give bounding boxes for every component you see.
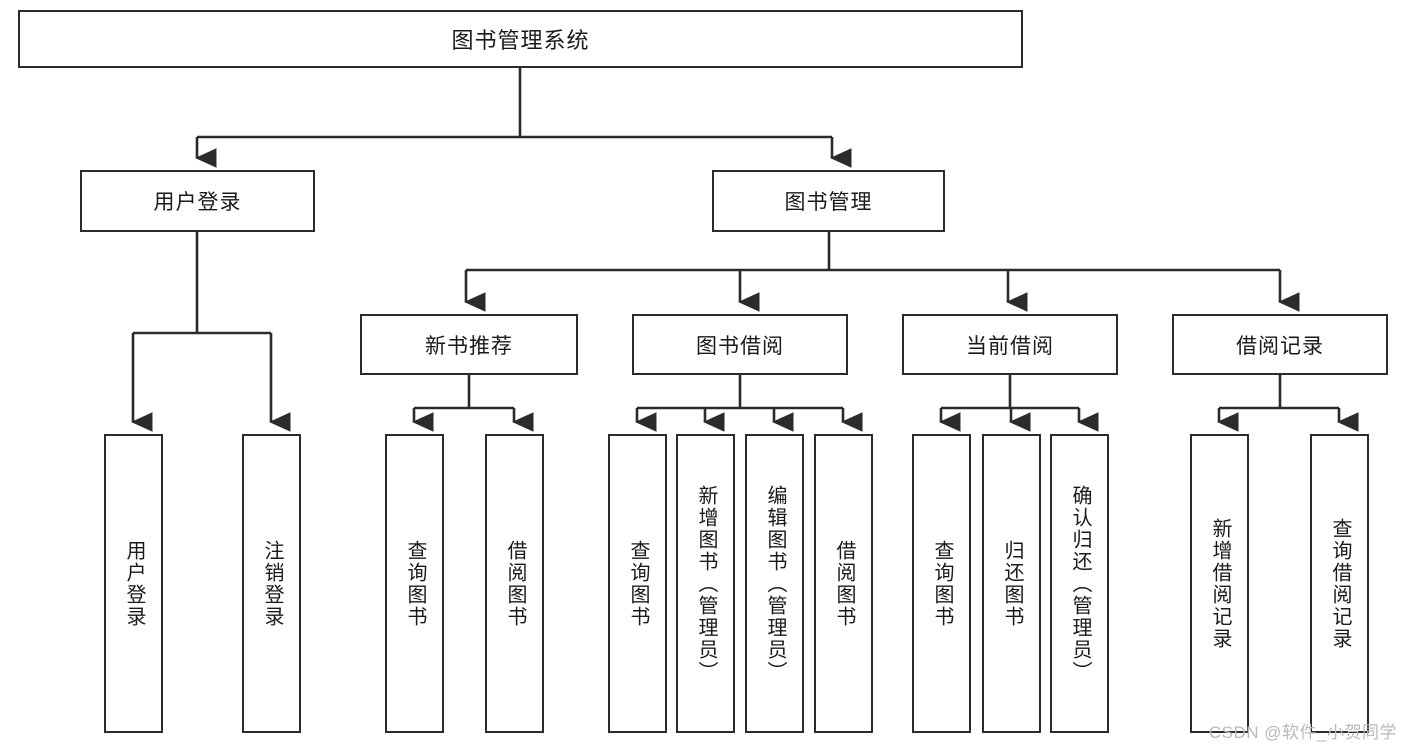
node-book-borrow[interactable]: 图书借阅 (632, 314, 848, 375)
leaf-label: 查询图书 (404, 539, 426, 628)
leaf-label: 查询图书 (931, 539, 953, 628)
leaf-label: 借阅图书 (833, 539, 855, 628)
node-label: 借阅记录 (1236, 334, 1324, 358)
node-book-management[interactable]: 图书管理 (712, 170, 945, 232)
leaf-logout-login[interactable]: 注销登录 (242, 434, 301, 733)
leaf-user-login[interactable]: 用户登录 (104, 434, 163, 733)
node-current-borrow[interactable]: 当前借阅 (902, 314, 1118, 375)
leaf-label: 确认归还（管理员） (1069, 484, 1091, 683)
node-root-system[interactable]: 图书管理系统 (18, 10, 1023, 68)
leaf-query-book-current[interactable]: 查询图书 (912, 434, 971, 733)
leaf-label: 查询图书 (627, 539, 649, 628)
node-borrow-record[interactable]: 借阅记录 (1172, 314, 1388, 375)
leaf-label: 注销登录 (261, 539, 283, 628)
leaf-label: 新增借阅记录 (1209, 517, 1231, 650)
watermark-text: CSDN @软件_小贺同学 (1208, 723, 1397, 742)
node-user-login[interactable]: 用户登录 (80, 170, 315, 232)
node-label: 图书管理系统 (451, 28, 590, 53)
node-label: 图书借阅 (696, 334, 784, 358)
leaf-add-book-admin[interactable]: 新增图书（管理员） (676, 434, 735, 733)
leaf-label: 用户登录 (123, 539, 145, 628)
leaf-query-borrow-record[interactable]: 查询借阅记录 (1310, 434, 1369, 733)
node-new-book-recommend[interactable]: 新书推荐 (360, 314, 578, 375)
leaf-query-book-recommend[interactable]: 查询图书 (385, 434, 444, 733)
node-label: 图书管理 (784, 191, 873, 214)
node-label: 用户登录 (153, 191, 242, 214)
leaf-return-book[interactable]: 归还图书 (982, 434, 1041, 733)
leaf-label: 借阅图书 (504, 539, 526, 628)
leaf-borrow-book-recommend[interactable]: 借阅图书 (485, 434, 544, 733)
leaf-query-book-borrow[interactable]: 查询图书 (608, 434, 667, 733)
node-label: 当前借阅 (966, 334, 1054, 358)
leaf-label: 归还图书 (1001, 539, 1023, 628)
leaf-label: 新增图书（管理员） (695, 484, 717, 683)
leaf-label: 编辑图书（管理员） (764, 484, 786, 683)
leaf-confirm-return-admin[interactable]: 确认归还（管理员） (1050, 434, 1109, 733)
leaf-add-borrow-record[interactable]: 新增借阅记录 (1190, 434, 1249, 733)
leaf-edit-book-admin[interactable]: 编辑图书（管理员） (745, 434, 804, 733)
node-label: 新书推荐 (425, 334, 513, 358)
leaf-label: 查询借阅记录 (1329, 517, 1351, 650)
leaf-borrow-book[interactable]: 借阅图书 (814, 434, 873, 733)
